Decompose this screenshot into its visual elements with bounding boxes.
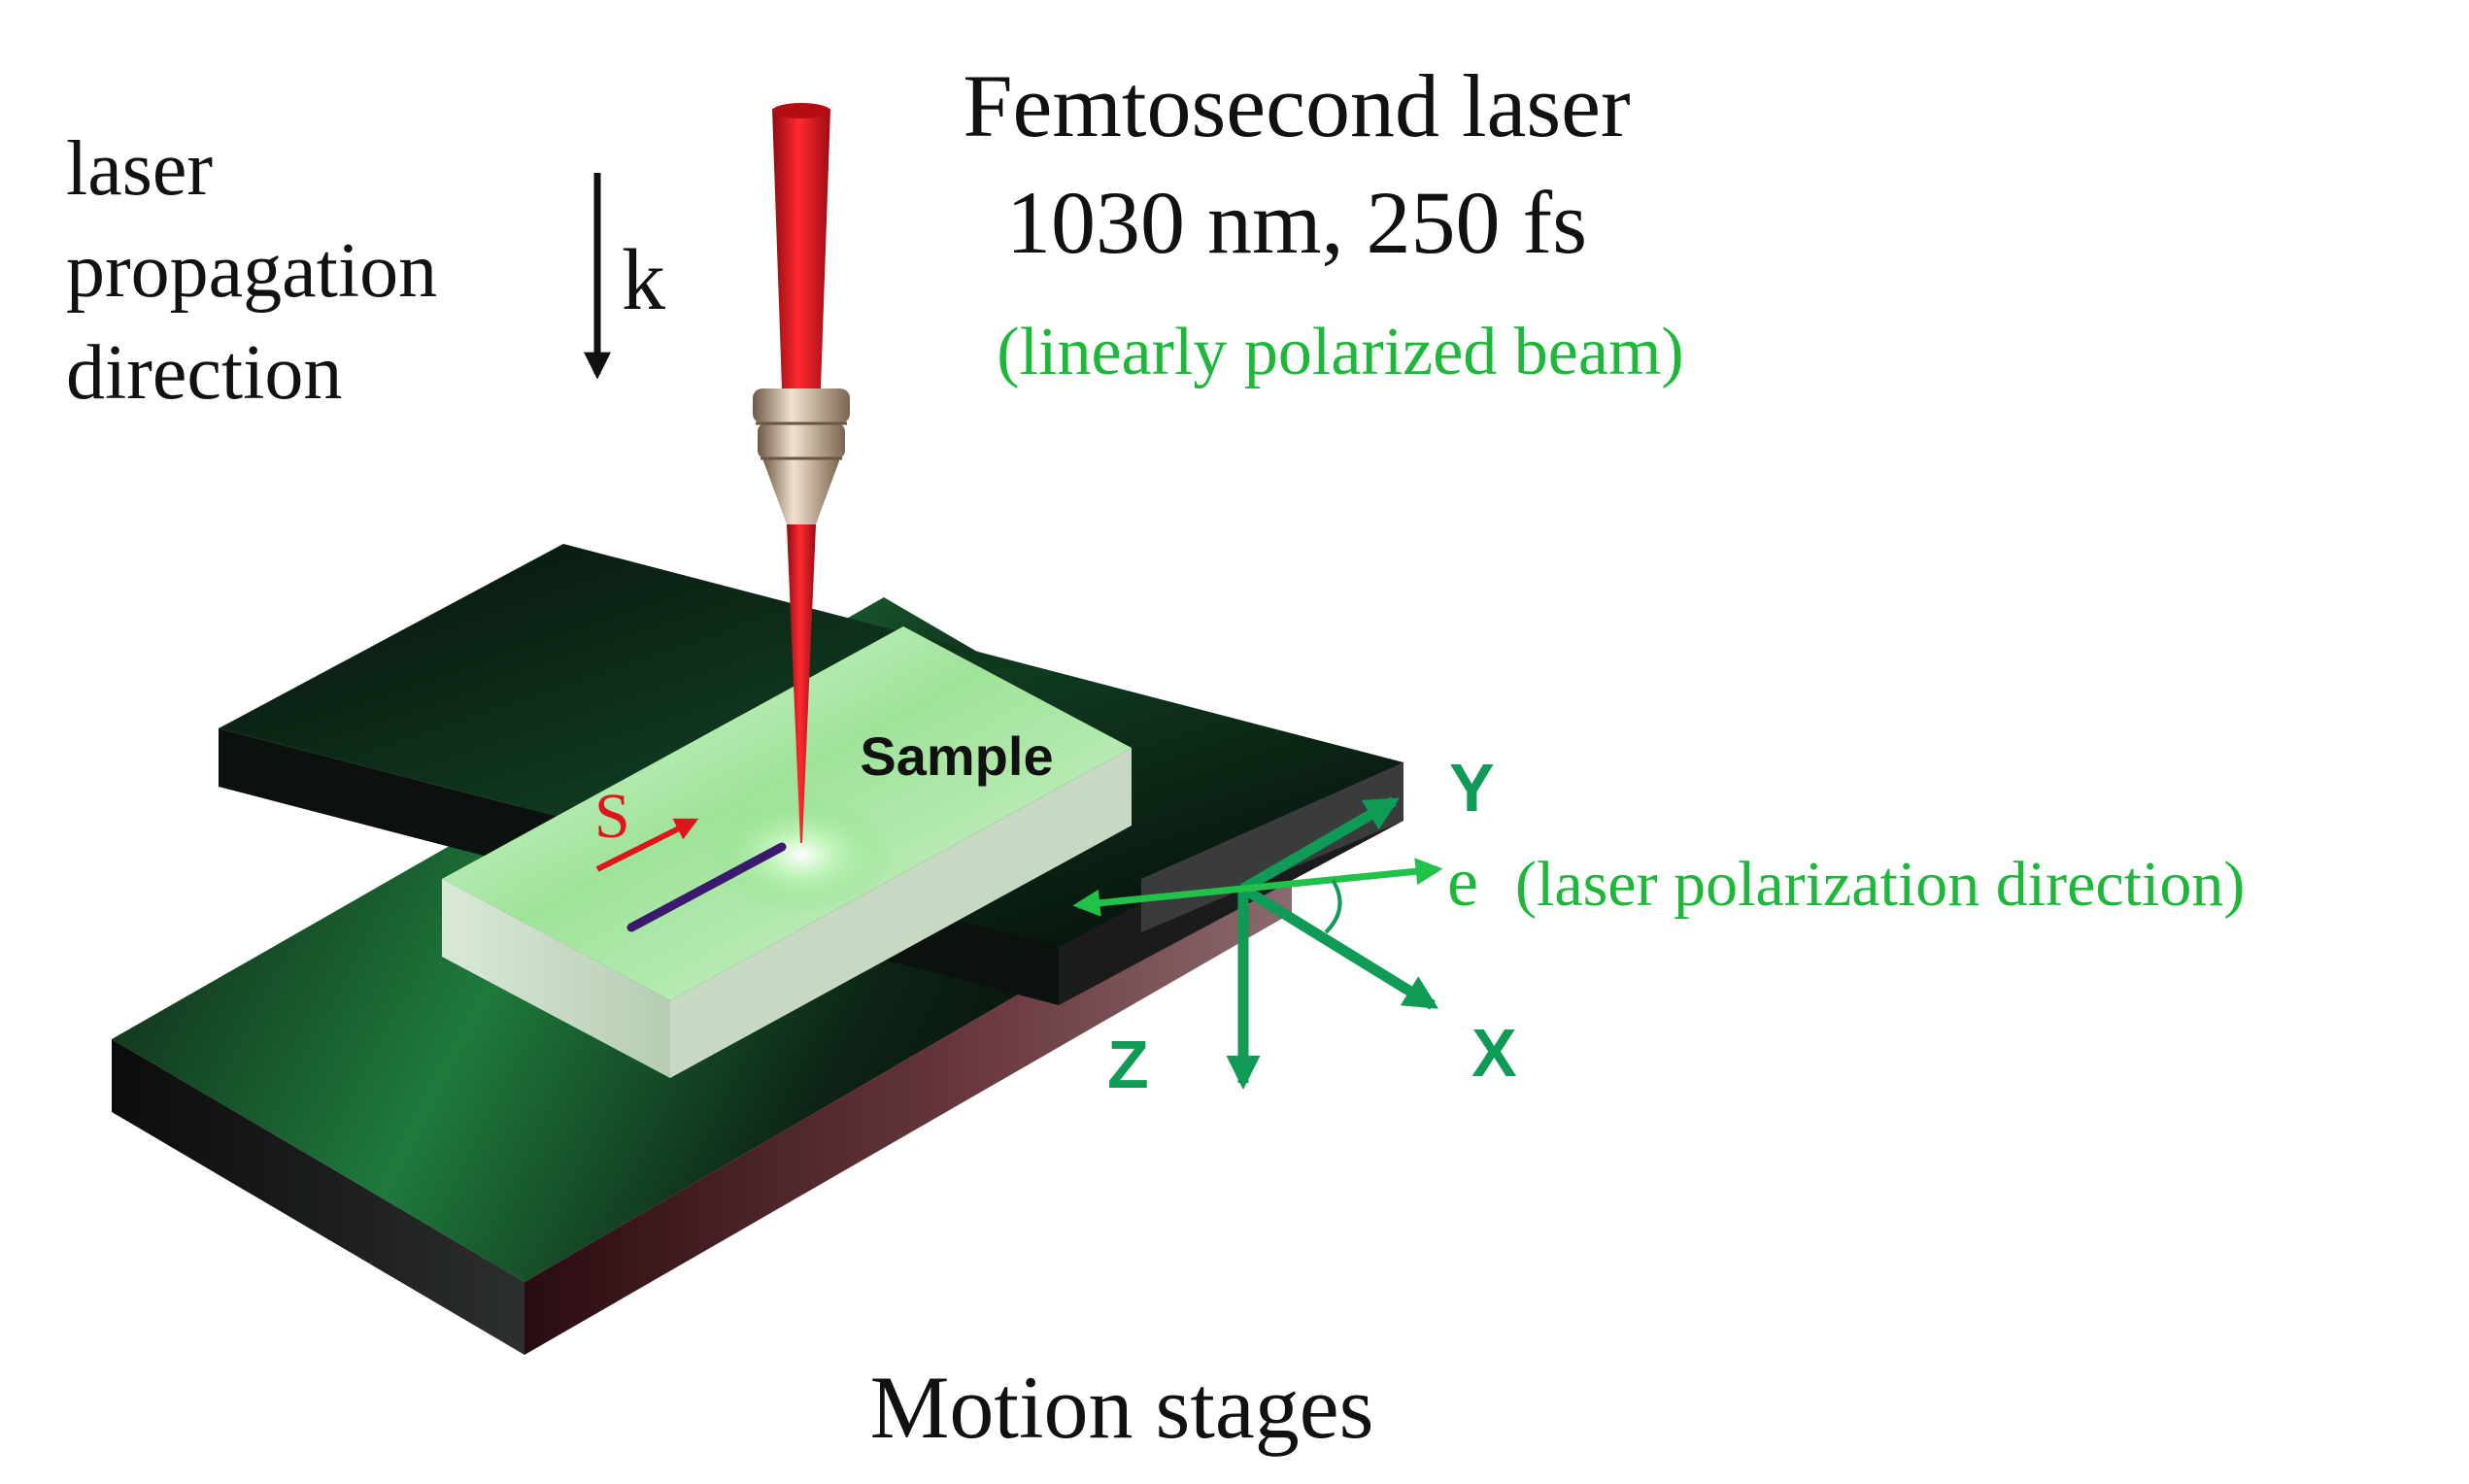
laser-beam-focused [787, 524, 816, 843]
written-track [626, 842, 787, 932]
propagation-line2: propagation [66, 228, 437, 314]
polarization-arrow [1242, 858, 1443, 893]
coordinate-axes: Y X Z e (laser polarization direction) [1072, 750, 2245, 1102]
axis-x-arrow [1240, 884, 1438, 1010]
laser-beam-cap [772, 103, 830, 118]
polarization-arrow-back [1072, 885, 1244, 917]
laser-beam-assembly [753, 103, 850, 843]
scan-arrow [595, 818, 699, 872]
motion-stages-label: Motion stages [870, 1358, 1374, 1457]
propagation-line3: direction [66, 330, 342, 416]
propagation-line1: laser [66, 126, 213, 212]
axis-y-arrow [1240, 796, 1401, 894]
beam-note: (linearly polarized beam) [997, 315, 1683, 389]
polarization-angle-arc [1324, 878, 1342, 934]
axis-z-label: Z [1107, 1027, 1149, 1102]
sample-label: Sample [860, 725, 1053, 787]
axis-y-label: Y [1449, 750, 1495, 826]
lower-stage-front [112, 1039, 524, 1355]
polarization-symbol: e [1447, 843, 1478, 921]
scan-symbol: S [594, 781, 630, 852]
sample-front [442, 879, 670, 1078]
focus-glow [709, 796, 894, 913]
laser-params: 1030 nm, 250 fs [1006, 173, 1587, 272]
sample-slab: Sample [442, 626, 1132, 1078]
laser-title-block: Femtosecond laser 1030 nm, 250 fs (linea… [963, 56, 1683, 389]
laser-title: Femtosecond laser [963, 56, 1630, 155]
k-symbol: k [622, 232, 665, 328]
laser-beam-upper [772, 109, 830, 388]
scan-direction: S [594, 781, 699, 872]
polarization-note: (laser polarization direction) [1515, 849, 2245, 920]
axis-x-label: X [1471, 1015, 1517, 1091]
objective-nozzle [753, 388, 850, 524]
sample-side [670, 748, 1132, 1078]
propagation-annotation: laser propagation direction k [66, 126, 665, 416]
